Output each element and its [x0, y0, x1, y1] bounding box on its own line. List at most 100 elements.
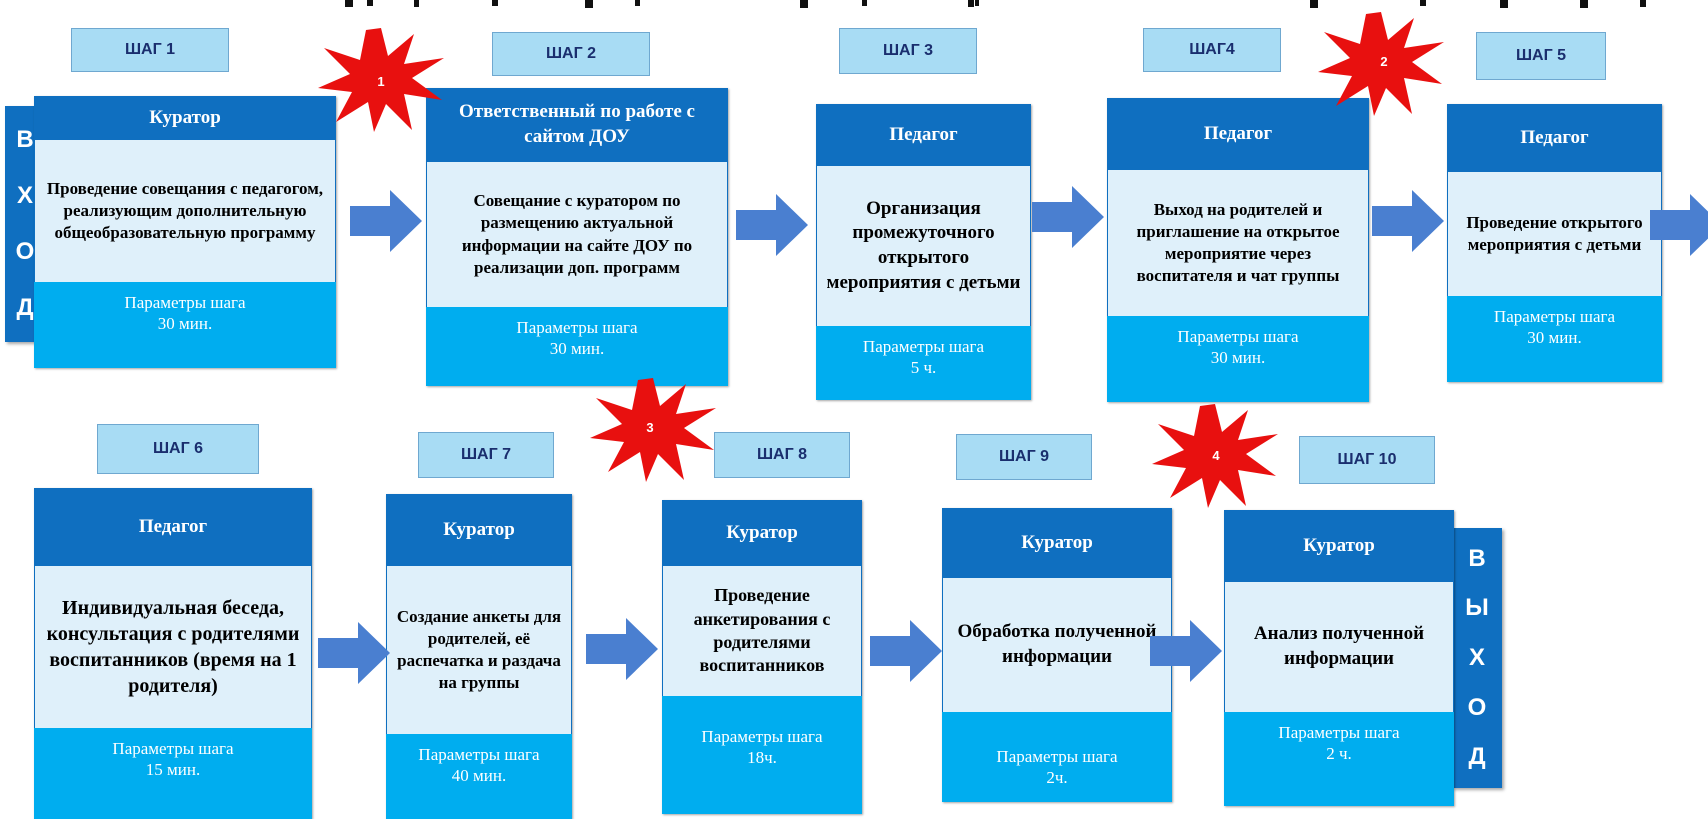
step-8-label: ШАГ 8: [714, 432, 850, 478]
step-9-role: Куратор: [942, 508, 1172, 578]
step-1-params-label: Параметры шага: [124, 293, 246, 312]
step-8-text: Проведение анкетирования с родителями во…: [662, 566, 862, 696]
step-7-time: 40 мин.: [451, 766, 507, 786]
step-5-label: ШАГ 5: [1476, 32, 1606, 80]
problem-star-icon: 1: [318, 28, 444, 132]
step-8-params-label: Параметры шага: [701, 727, 823, 746]
step-9-params: Параметры шага 2ч.: [942, 712, 1172, 802]
arrow-right-icon: [350, 190, 422, 252]
problem-number: 1: [377, 74, 384, 89]
problem-number: 3: [646, 420, 653, 435]
step-9-label: ШАГ 9: [956, 434, 1092, 480]
step-10-role: Куратор: [1224, 510, 1454, 582]
step-10-params-label: Параметры шага: [1278, 723, 1400, 742]
step-9-text: Обработка полученной информации: [942, 578, 1172, 712]
step-6-params-label: Параметры шага: [112, 739, 234, 758]
step-6-time: 15 мин.: [145, 760, 201, 780]
cropped-text-line: [345, 0, 1646, 8]
arrow-right-icon: [1150, 620, 1222, 682]
exit-letter: О: [1467, 693, 1487, 721]
arrow-right-icon: [1372, 190, 1444, 252]
entry-letter: Д: [16, 294, 34, 321]
exit-letter: В: [1468, 544, 1486, 572]
entry-letter: О: [15, 238, 35, 265]
arrow-right-icon: [736, 194, 808, 256]
step-3-params: Параметры шага 5 ч.: [816, 326, 1031, 400]
problem-star-icon: 2: [1318, 12, 1444, 116]
step-7-card: Куратор Создание анкеты для родителей, е…: [386, 494, 572, 819]
entry-letter: Х: [16, 182, 33, 209]
step-10-text: Анализ полученной информации: [1224, 582, 1454, 712]
step-7-text: Создание анкеты для родителей, её распеч…: [386, 566, 572, 734]
step-3-label: ШАГ 3: [839, 28, 977, 74]
step-5-params-label: Параметры шага: [1493, 307, 1616, 326]
step-5-text: Проведение открытого мероприятия с детьм…: [1447, 172, 1662, 296]
step-1-params: Параметры шага 30 мин.: [34, 282, 336, 368]
step-4-role: Педагог: [1107, 98, 1369, 170]
exit-letter: Ы: [1465, 594, 1489, 622]
arrow-right-icon: [586, 618, 658, 680]
arrow-right-icon: [318, 622, 390, 684]
step-4-card: Педагог Выход на родителей и приглашение…: [1107, 98, 1369, 402]
step-8-card: Куратор Проведение анкетирования с родит…: [662, 500, 862, 814]
exit-letter: Х: [1468, 643, 1485, 671]
step-10-card: Куратор Анализ полученной информации Пар…: [1224, 510, 1454, 806]
step-2-time: 30 мин.: [549, 339, 605, 359]
entry-letter: В: [16, 126, 34, 153]
step-7-params: Параметры шага 40 мин.: [386, 734, 572, 819]
step-10-label: ШАГ 10: [1299, 436, 1435, 484]
step-4-label: ШАГ4: [1143, 28, 1281, 72]
step-5-time: 30 мин.: [1527, 328, 1582, 348]
star-shape: [318, 28, 444, 132]
step-10-time: 2 ч.: [1326, 744, 1352, 764]
problem-star-icon: 3: [590, 378, 716, 482]
step-1-card: Куратор Проведение совещания с педагогом…: [34, 96, 336, 368]
arrow-right-icon: [1032, 186, 1104, 248]
step-2-params-label: Параметры шага: [516, 318, 638, 337]
step-6-label: ШАГ 6: [97, 424, 259, 474]
star-shape: [590, 378, 716, 482]
arrow-right-icon: [870, 620, 942, 682]
step-1-text: Проведение совещания с педагогом, реализ…: [34, 140, 336, 282]
step-7-params-label: Параметры шага: [418, 745, 540, 764]
step-9-params-label: Параметры шага: [996, 747, 1118, 766]
step-4-params-label: Параметры шага: [1177, 327, 1299, 346]
step-4-params: Параметры шага 30 мин.: [1107, 316, 1369, 402]
step-3-card: Педагог Организация промежуточного откры…: [816, 104, 1031, 400]
step-9-card: Куратор Обработка полученной информации …: [942, 508, 1172, 802]
exit-label: В Ы Х О Д: [1452, 528, 1502, 788]
step-5-params: Параметры шага 30 мин.: [1447, 296, 1662, 382]
step-2-text: Совещание с куратором по размещению акту…: [426, 162, 728, 307]
step-3-params-label: Параметры шага: [862, 337, 985, 356]
step-2-params: Параметры шага 30 мин.: [426, 307, 728, 386]
step-1-time: 30 мин.: [157, 314, 213, 334]
step-2-label: ШАГ 2: [492, 32, 650, 76]
step-8-params: Параметры шага 18ч.: [662, 696, 862, 814]
step-3-time: 5 ч.: [910, 358, 937, 378]
problem-star-icon: 4: [1152, 404, 1278, 508]
step-8-time: 18ч.: [747, 748, 777, 768]
step-5-role: Педагог: [1447, 104, 1662, 172]
step-1-role: Куратор: [34, 96, 336, 140]
exit-letter: Д: [1468, 743, 1486, 771]
star-shape: [1152, 404, 1278, 508]
step-6-text: Индивидуальная беседа, консультация с ро…: [34, 566, 312, 728]
problem-number: 4: [1212, 448, 1220, 463]
step-7-role: Куратор: [386, 494, 572, 566]
step-3-role: Педагог: [816, 104, 1031, 166]
problem-number: 2: [1380, 54, 1387, 69]
step-9-time: 2ч.: [1046, 768, 1068, 788]
star-shape: [1318, 12, 1444, 116]
step-10-params: Параметры шага 2 ч.: [1224, 712, 1454, 806]
step-3-text: Организация промежуточного открытого мер…: [816, 166, 1031, 326]
step-2-role: Ответственный по работе с сайтом ДОУ: [426, 88, 728, 162]
step-7-label: ШАГ 7: [418, 432, 554, 478]
step-1-label: ШАГ 1: [71, 28, 229, 72]
step-6-role: Педагог: [34, 488, 312, 566]
step-2-card: Ответственный по работе с сайтом ДОУ Сов…: [426, 88, 728, 386]
step-4-time: 30 мин.: [1210, 348, 1266, 368]
step-6-params: Параметры шага 15 мин.: [34, 728, 312, 819]
step-8-role: Куратор: [662, 500, 862, 566]
step-6-card: Педагог Индивидуальная беседа, консульта…: [34, 488, 312, 819]
arrow-right-icon: [1650, 194, 1708, 256]
